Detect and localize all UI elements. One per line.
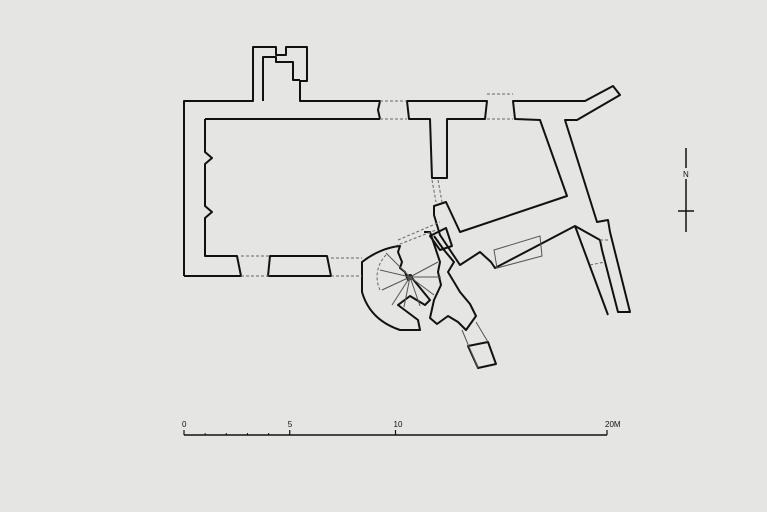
- scale-label: 20M: [605, 420, 621, 429]
- north-arrow: N: [678, 148, 694, 232]
- scale-bar: 0 5 10 20M: [182, 420, 621, 436]
- scale-label: 0: [182, 420, 187, 429]
- stair-tower: [241, 93, 610, 369]
- scale-label: 5: [288, 420, 293, 429]
- scale-label: 10: [394, 420, 403, 429]
- north-label: N: [683, 170, 689, 179]
